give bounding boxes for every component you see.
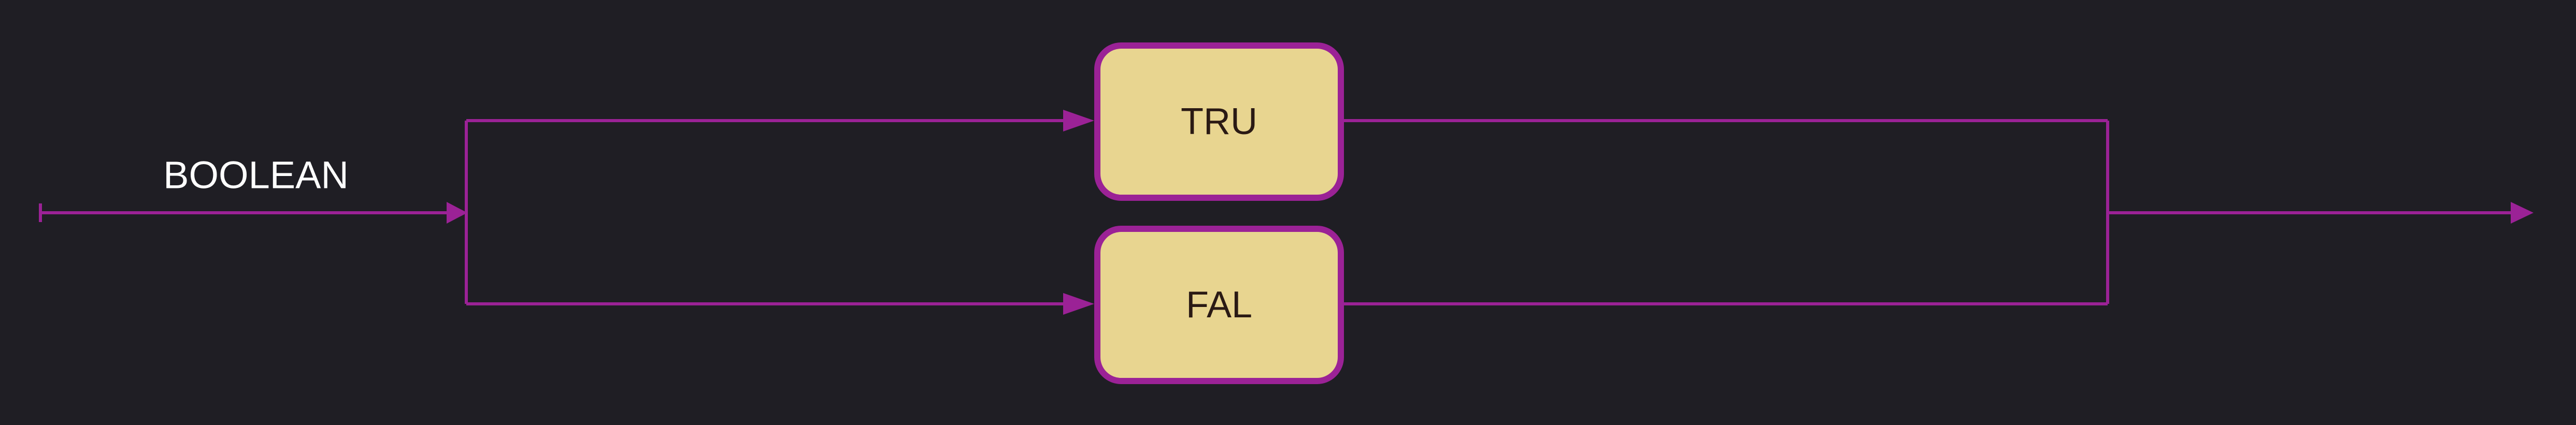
false-node: FAL [1094, 226, 1344, 384]
entry-arrow-icon [447, 202, 467, 224]
true-node-label: TRU [1181, 101, 1257, 142]
boolean-label: BOOLEAN [163, 154, 349, 197]
merge-tracks [1343, 119, 2109, 305]
true-node: TRU [1094, 42, 1344, 201]
true-branch-arrow-icon [1063, 110, 1094, 131]
false-branch-arrow-icon [1063, 293, 1094, 315]
split-tracks [465, 110, 1094, 315]
false-node-box [1094, 226, 1344, 384]
true-node-box [1094, 42, 1344, 201]
entry-track [39, 202, 467, 224]
exit-arrow-icon [2511, 202, 2534, 224]
exit-track [2108, 202, 2534, 224]
false-node-label: FAL [1186, 284, 1252, 326]
